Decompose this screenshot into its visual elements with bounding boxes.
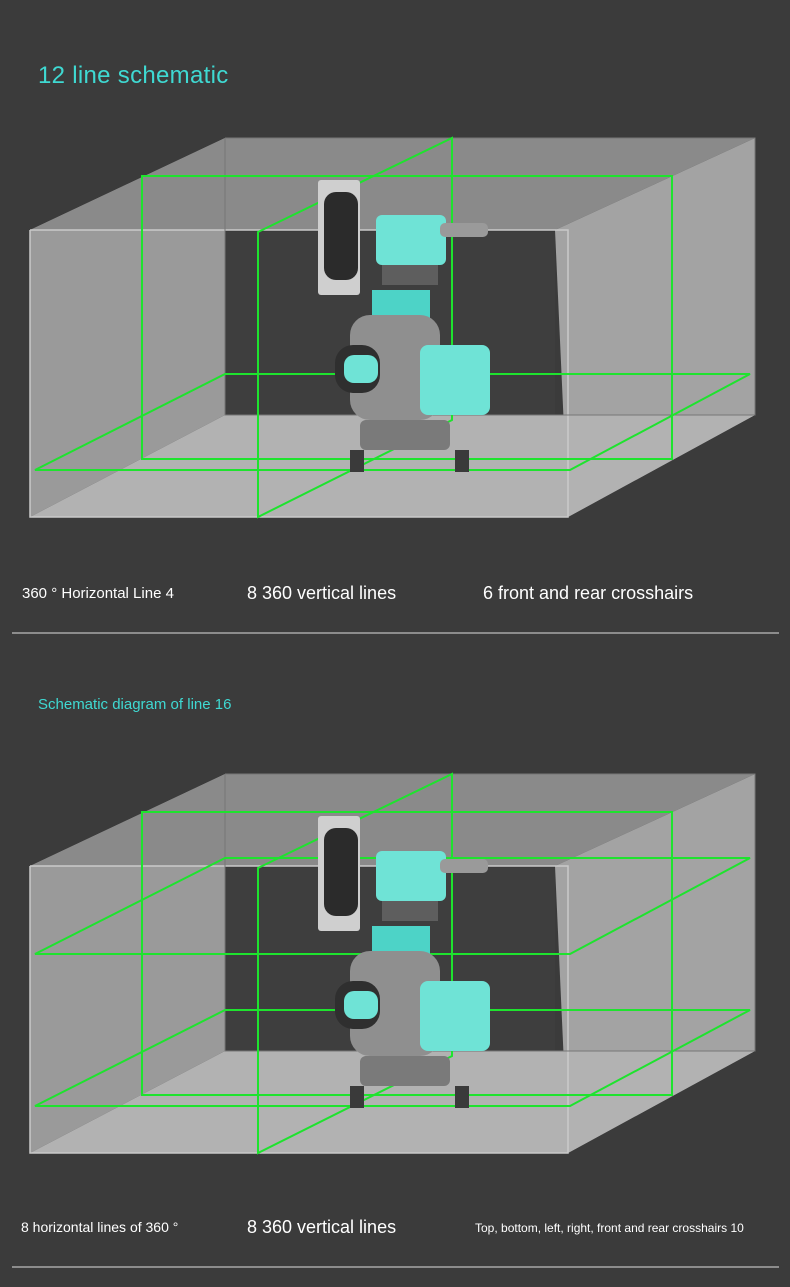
laser-level-device <box>318 180 490 472</box>
caption-crosshairs: 6 front and rear crosshairs <box>483 583 694 603</box>
caption-vertical: 8 360 vertical lines <box>247 583 397 603</box>
caption-crosshairs: Top, bottom, left, right, front and rear… <box>475 1221 744 1235</box>
panel-16-line: Schematic diagram of line 16 <box>0 636 790 1287</box>
laser-level-device <box>318 816 490 1108</box>
laser-lines <box>34 136 751 519</box>
panel-12-line: 12 line schematic <box>0 0 790 636</box>
room-box <box>29 137 756 518</box>
section-divider <box>12 632 779 634</box>
section-divider <box>12 1266 779 1268</box>
room-scene-12-line <box>29 136 756 519</box>
section-title: Schematic diagram of line 16 <box>38 696 232 713</box>
room-scene-16-line <box>29 772 756 1155</box>
caption-horizontal: 360 ° Horizontal Line 4 <box>22 585 174 602</box>
section-title: 12 line schematic <box>38 62 229 89</box>
caption-horizontal: 8 horizontal lines of 360 ° <box>21 1219 179 1235</box>
caption-vertical: 8 360 vertical lines <box>247 1217 397 1237</box>
